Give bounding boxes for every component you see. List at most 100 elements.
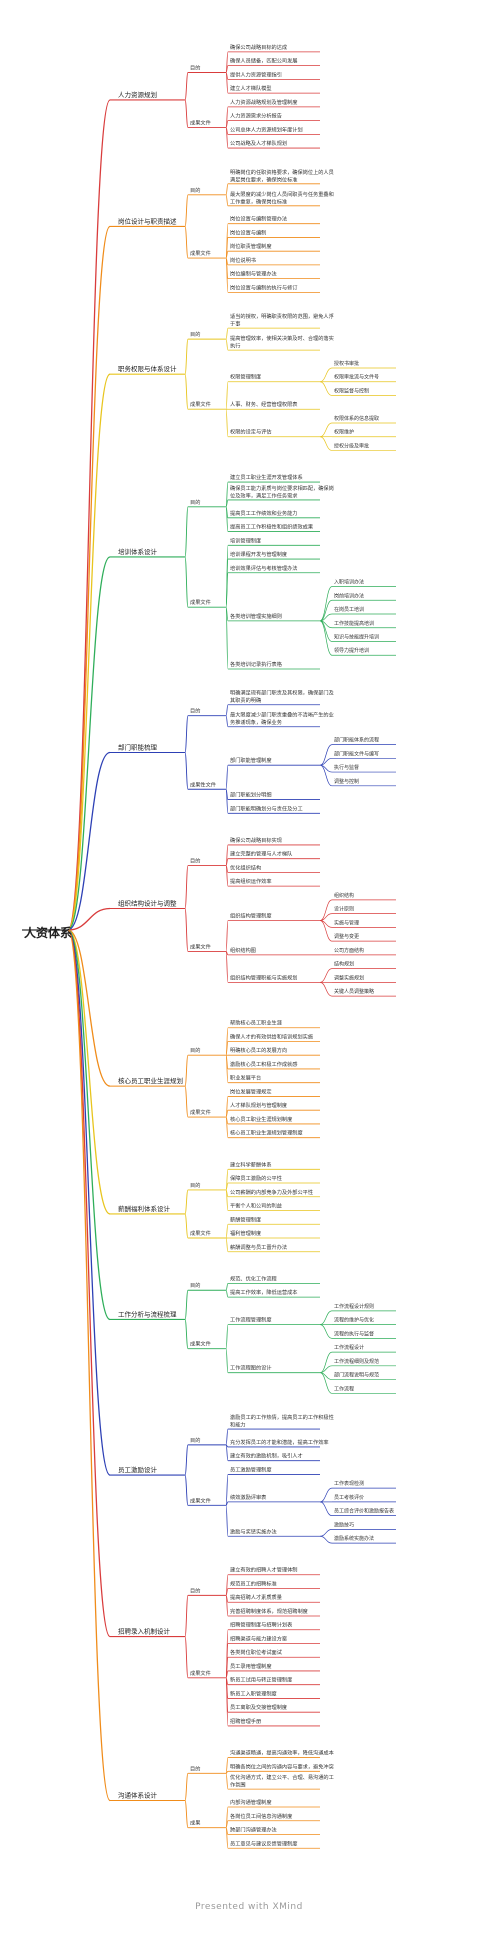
item-label[interactable]: 明确满足现有部门职责及其权限，确保部门及 [230, 689, 334, 697]
item-label[interactable]: 提高员工工作绩效和业务能力 [230, 509, 297, 517]
item-label[interactable]: 各岗位员工间信息沟通制度 [230, 1812, 292, 1820]
branch-title[interactable]: 培训体系设计 [118, 547, 158, 556]
group-label[interactable]: 成果文件 [190, 1229, 211, 1237]
item-label[interactable]: 优化组织结构 [230, 863, 261, 871]
item-label[interactable]: 职业发展平台 [230, 1074, 261, 1082]
item-label[interactable]: 最大限度减少部门职责重叠的不清晰产生的业 [230, 711, 334, 719]
group-label[interactable]: 目的 [190, 857, 200, 865]
item-label[interactable]: 和能力 [230, 1421, 246, 1429]
item-label[interactable]: 岗位职责管理制度 [230, 242, 272, 250]
item-label[interactable]: 工作重复，确保岗位标准 [230, 197, 287, 205]
branch-title[interactable]: 员工激励设计 [118, 1465, 158, 1474]
item-label[interactable]: 岗位设置与编制 [230, 228, 266, 236]
item-label[interactable]: 岗位设置与编制的执行与修订 [230, 283, 297, 291]
sub-item-label[interactable]: 权限维护 [334, 429, 354, 436]
sub-item-label[interactable]: 入职培训办法 [334, 579, 364, 586]
sub-item-label[interactable]: 工作流程细则及规范 [334, 1358, 379, 1365]
group-label[interactable]: 目的 [190, 498, 200, 506]
item-label[interactable]: 提高管理效率，使相关决策及时、合理的落实 [230, 334, 334, 342]
item-label[interactable]: 沟通渠道畅通，提高沟通效率，降低沟通成本 [230, 1749, 334, 1757]
group-label[interactable]: 成果文件 [190, 1108, 211, 1116]
group-label[interactable]: 成果文件 [190, 118, 211, 126]
item-label[interactable]: 最大限度的减少岗位人员间职责与任务重叠和 [230, 190, 334, 198]
group-label[interactable]: 成果文件 [190, 1340, 211, 1348]
item-label[interactable]: 充分发挥员工的才能和潜能，提高工作效率 [230, 1438, 329, 1446]
group-label[interactable]: 成果性文件 [190, 780, 216, 788]
branch-title[interactable]: 沟通体系设计 [118, 1790, 158, 1799]
item-label[interactable]: 明确各岗位之间的沟通内容与要求，避免冲突 [230, 1762, 334, 1770]
branch-title[interactable]: 人力资源规划 [118, 90, 157, 99]
item-label[interactable]: 确保公司战略目标的达成 [230, 43, 287, 51]
item-label[interactable]: 组织结构管理制度 [230, 912, 272, 920]
item-label[interactable]: 人力资源战略规划及管理制度 [230, 98, 297, 106]
item-label[interactable]: 激励核心员工积极工作成就感 [230, 1060, 297, 1068]
branch-title[interactable]: 组织结构设计与调整 [118, 898, 177, 907]
item-label[interactable]: 于事 [230, 320, 240, 328]
sub-item-label[interactable]: 调整与变更 [334, 933, 359, 940]
item-label[interactable]: 帮助核心员工职业生涯 [230, 1019, 282, 1027]
sub-item-label[interactable]: 权限审批流与文件号 [334, 374, 379, 381]
item-label[interactable]: 位及效率，满足工作任务需求 [230, 491, 298, 499]
item-label[interactable]: 薪酬管理制度 [230, 1215, 261, 1223]
group-label[interactable]: 目的 [190, 1046, 200, 1054]
item-label[interactable]: 建立有效的激励机制，吸引人才 [230, 1452, 303, 1460]
branch-title[interactable]: 岗位设计与职责描述 [118, 216, 177, 225]
sub-item-label[interactable]: 激励系统实施办法 [334, 1535, 374, 1542]
sub-item-label[interactable]: 调整与控制 [334, 778, 359, 785]
item-label[interactable]: 岗位设置与编制管理办法 [230, 215, 287, 223]
group-label[interactable]: 目的 [190, 1764, 200, 1772]
item-label[interactable]: 岗位编制与管理办法 [230, 270, 277, 278]
mind-map-root[interactable]: 人资体系 [24, 926, 73, 940]
sub-item-label[interactable]: 岗前培训办法 [334, 592, 364, 599]
item-label[interactable]: 核心员工职业生涯规划管理制度 [230, 1129, 303, 1137]
sub-item-label[interactable]: 权限监督与控制 [334, 387, 369, 394]
item-label[interactable]: 提供人力资源管理指引 [230, 70, 282, 78]
group-label[interactable]: 目的 [190, 1586, 200, 1594]
sub-item-label[interactable]: 部门职能文件与编写 [334, 750, 379, 757]
sub-item-label[interactable]: 工作流程 [334, 1385, 354, 1392]
item-label[interactable]: 公司战略及人才梯队规划 [230, 139, 287, 147]
item-label[interactable]: 建立有效的招聘人才管理体制 [230, 1566, 297, 1574]
sub-item-label[interactable]: 调整实施规划 [334, 974, 364, 981]
item-label[interactable]: 工作流程图的设计 [230, 1364, 272, 1372]
item-label[interactable]: 建立科学薪酬体系 [230, 1160, 272, 1168]
group-label[interactable]: 目的 [190, 186, 200, 194]
item-label[interactable]: 员工意见与建议反馈管理制度 [230, 1839, 297, 1847]
item-label[interactable]: 新员工试用与转正管理制度 [230, 1676, 292, 1684]
item-label[interactable]: 内部沟通管理制度 [230, 1798, 272, 1806]
branch-title[interactable]: 部门职能梳理 [118, 742, 158, 751]
item-label[interactable]: 确保员工能力素质与岗位要求相匹配，确保岗 [230, 484, 334, 492]
item-label[interactable]: 人才梯队规划与管理制度 [230, 1101, 287, 1109]
branch-title[interactable]: 招聘录入机制设计 [118, 1627, 171, 1636]
item-label[interactable]: 组织结构图 [230, 946, 256, 954]
item-label[interactable]: 各类培训记录执行表格 [230, 660, 283, 668]
item-label[interactable]: 部门职能明确划分与责任及分工 [230, 804, 303, 812]
item-label[interactable]: 公司薪酬的内部竞争力及外部公平性 [230, 1188, 313, 1196]
item-label[interactable]: 提高员工工作积极性和组织绩效成果 [230, 523, 313, 531]
item-label[interactable]: 员工离职及交接管理制度 [230, 1703, 287, 1711]
item-label[interactable]: 员工录用管理制度 [230, 1662, 272, 1670]
sub-item-label[interactable]: 流程的维护与优化 [334, 1317, 374, 1324]
group-label[interactable]: 成果文件 [190, 1496, 211, 1504]
group-label[interactable]: 成果文件 [190, 249, 211, 257]
item-label[interactable]: 岗位发展管理规定 [230, 1087, 272, 1095]
item-label[interactable]: 人事、财务、经营管理权限表 [230, 400, 298, 408]
item-label[interactable]: 薪酬调整与员工晋升办法 [230, 1243, 287, 1251]
item-label[interactable]: 培训效果评估与考核管理办法 [230, 564, 297, 572]
item-label[interactable]: 新员工入职管理制度 [230, 1689, 277, 1697]
sub-item-label[interactable]: 部门职能体系的流程 [334, 737, 379, 744]
sub-item-label[interactable]: 实施与管理 [334, 919, 359, 926]
item-label[interactable]: 提高工作效率，降低运营成本 [230, 1288, 297, 1296]
item-label[interactable]: 公司总体人力资源规划年度计划 [230, 125, 303, 133]
item-label[interactable]: 平衡个人和公司的利益 [230, 1202, 282, 1210]
group-label[interactable]: 成果文件 [190, 942, 211, 950]
item-label[interactable]: 建立人才梯队模型 [230, 84, 272, 92]
item-label[interactable]: 明确岗位的任职资格要求，确保岗位上的人员 [230, 168, 334, 176]
item-label[interactable]: 绩效激励评审表 [230, 1493, 267, 1501]
group-label[interactable]: 目的 [190, 1281, 200, 1289]
item-label[interactable]: 确保公司战略目标实现 [230, 836, 282, 844]
item-label[interactable]: 提高组织运作效率 [230, 877, 272, 885]
sub-item-label[interactable]: 权限体系的信息提取 [334, 415, 379, 422]
group-label[interactable]: 成果文件 [190, 598, 211, 606]
item-label[interactable]: 满足岗位要求，确保岗位标准 [230, 175, 297, 183]
